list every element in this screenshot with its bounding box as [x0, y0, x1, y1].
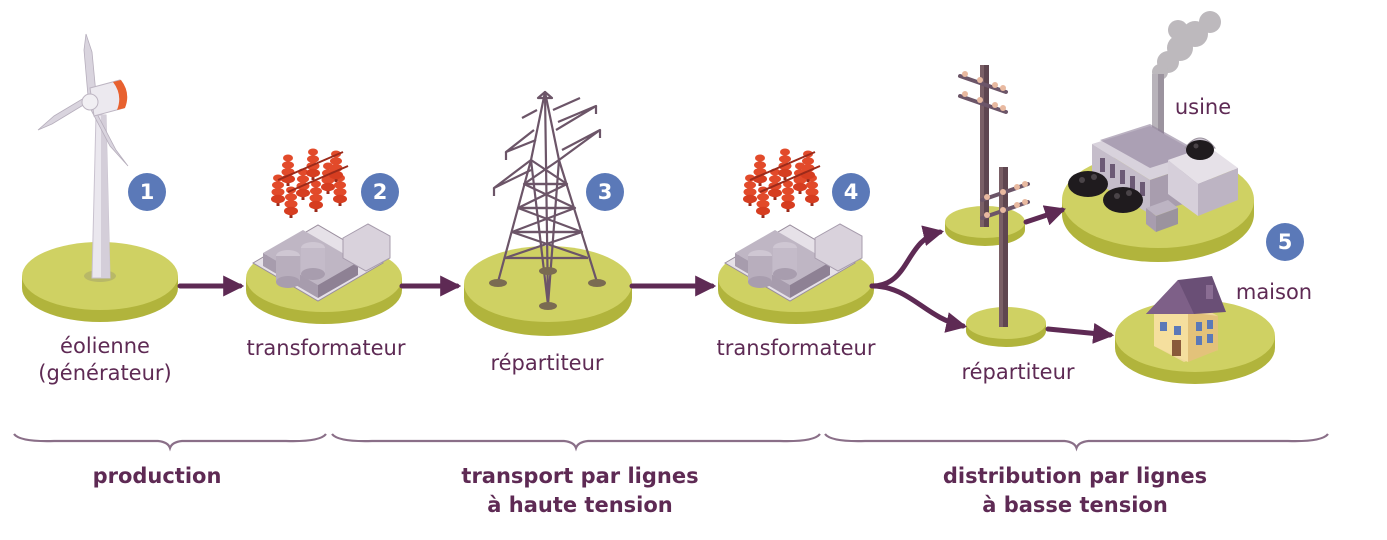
- step-badge-2: 2: [361, 173, 399, 211]
- house-icon: [1146, 276, 1226, 362]
- utility-pole-icon-bottom: [980, 167, 1030, 327]
- label-transformateur-2: transformateur: [716, 336, 876, 360]
- step-badge-1: 1: [128, 173, 166, 211]
- label-transformateur-1: transformateur: [246, 336, 406, 360]
- label-repartiteur-2: répartiteur: [961, 360, 1075, 384]
- group-distribution: distribution par lignes à basse tension: [930, 462, 1220, 520]
- label-eolienne: éolienne (générateur): [20, 333, 190, 387]
- utility-pole-icon-top: [958, 65, 1008, 227]
- group-transport: transport par lignes à haute tension: [430, 462, 730, 520]
- step-badge-3: 3: [586, 173, 624, 211]
- arrow-pole-factory: [1023, 205, 1066, 226]
- arrow-4-split-top: [869, 225, 945, 289]
- arrow-pole-house: [1045, 322, 1115, 344]
- step-badge-5: 5: [1266, 223, 1304, 261]
- label-repartiteur-1: répartiteur: [490, 351, 604, 375]
- group-production: production: [92, 464, 222, 488]
- brace-transport: [331, 433, 821, 452]
- group-distribution-line2: à basse tension: [982, 493, 1168, 517]
- pylon-icon: [492, 90, 602, 306]
- brace-production: [13, 433, 327, 452]
- step-badge-4: 4: [832, 173, 870, 211]
- label-usine: usine: [1174, 95, 1232, 119]
- group-distribution-line1: distribution par lignes: [942, 464, 1208, 488]
- group-transport-line2: à haute tension: [487, 493, 673, 517]
- brace-distribution: [824, 433, 1329, 452]
- arrow-4-split-bottom: [869, 283, 968, 333]
- wind-turbine-icon: [37, 33, 129, 282]
- label-eolienne-line2: (générateur): [38, 361, 172, 385]
- label-maison: maison: [1235, 280, 1313, 304]
- factory-icon: [1068, 11, 1238, 232]
- group-transport-line1: transport par lignes: [461, 464, 699, 488]
- label-eolienne-line1: éolienne: [60, 334, 150, 358]
